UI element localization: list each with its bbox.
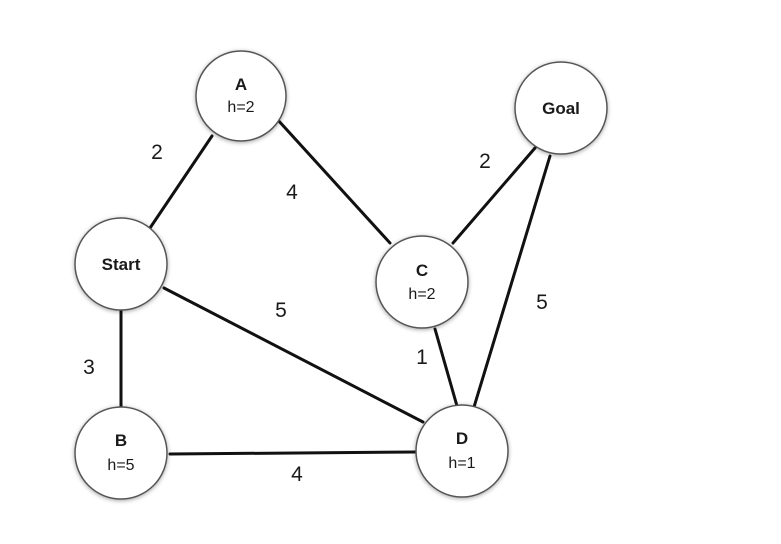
weight-label-c-goal: 2 (479, 150, 491, 173)
node-d-heuristic: h=1 (448, 455, 475, 472)
weight-label-start-b: 3 (83, 356, 95, 379)
edge-layer (119, 117, 552, 456)
weight-label-c-d: 1 (416, 346, 428, 369)
node-a-circle (195, 50, 287, 142)
edge-start-a (148, 134, 214, 230)
node-d-circle (415, 404, 509, 498)
weight-label-b-d: 4 (291, 463, 303, 486)
node-start: Start (74, 217, 168, 311)
weight-label-start-d: 5 (275, 299, 287, 322)
node-start-circle (74, 217, 168, 311)
edge-c-d (433, 327, 459, 408)
node-goal-circle (514, 61, 608, 155)
weight-label-start-a: 2 (151, 141, 163, 164)
node-c-heuristic: h=2 (408, 286, 435, 303)
weight-label-layer: 2 4 2 5 5 3 1 4 (83, 141, 548, 486)
weight-label-a-c: 4 (286, 181, 298, 204)
edge-a-c (275, 117, 392, 245)
edge-c-goal (451, 146, 537, 245)
node-d: D h=1 (415, 404, 509, 498)
node-b-circle (74, 406, 168, 500)
node-a-heuristic: h=2 (227, 99, 254, 116)
node-c-label: C (416, 261, 428, 280)
node-c: C h=2 (375, 235, 469, 329)
node-d-label: D (456, 429, 468, 448)
node-b-label: B (115, 431, 127, 450)
edge-b-d (168, 450, 417, 456)
node-c-circle (375, 235, 469, 329)
node-start-label: Start (102, 255, 141, 274)
node-a-label: A (235, 75, 247, 94)
edge-goal-d (472, 154, 552, 409)
node-b: B h=5 (74, 406, 168, 500)
edge-start-d (162, 286, 425, 424)
weight-label-goal-d: 5 (536, 291, 548, 314)
node-b-heuristic: h=5 (107, 457, 134, 474)
node-goal-label: Goal (542, 99, 580, 118)
node-goal: Goal (514, 61, 608, 155)
node-a: A h=2 (195, 50, 287, 142)
